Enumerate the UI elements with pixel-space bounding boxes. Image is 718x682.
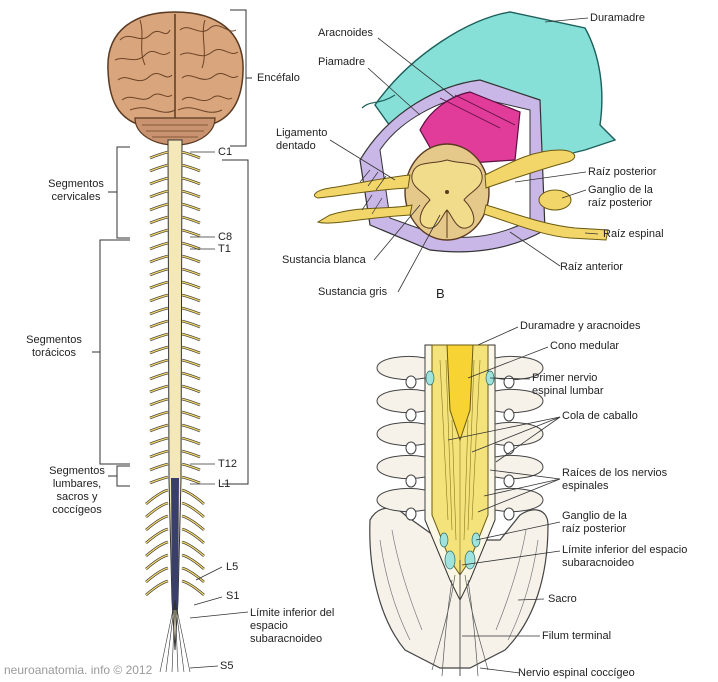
label-aracnoides: Aracnoides	[318, 27, 374, 39]
label-t1: T1	[218, 243, 231, 255]
label-filum-terminal: Filum terminal	[542, 630, 612, 642]
label-raiz-espinal: Raíz espinal	[603, 228, 664, 240]
label-c1: C1	[218, 146, 233, 158]
label-l5: L5	[226, 561, 239, 573]
watermark: neuroanatomia. info © 2012	[4, 663, 153, 677]
lumbosacral-view	[369, 326, 561, 677]
label-segmentos-toracicos: Segmentos torácicos	[26, 334, 82, 359]
label-s5: S5	[220, 660, 234, 672]
label-cola-caballo: Cola de caballo	[562, 410, 638, 422]
label-segmentos-cervicales: Segmentos cervicales	[48, 178, 104, 203]
label-primer-nervio-lumbar: Primer nervio espinal lumbar	[532, 372, 604, 397]
label-cono-medular: Cono medular	[550, 340, 620, 352]
label-segmentos-lumbares: Segmentos lumbares, sacros y coccígeos	[49, 465, 105, 516]
label-s1: S1	[226, 590, 240, 602]
label-sustancia-blanca: Sustancia blanca	[282, 254, 366, 266]
label-piamadre: Piamadre	[318, 56, 366, 68]
label-l1: L1	[218, 478, 231, 490]
label-ganglio-raiz-posterior: Ganglio de la raíz posterior	[588, 184, 653, 209]
label-limite-inferior-left: Límite inferior del espacio subaracnoide…	[250, 607, 335, 645]
label-ganglio-raiz-posterior-2: Ganglio de la raíz posterior	[562, 510, 627, 535]
label-limite-inferior-right: Límite inferior del espacio subaracnoide…	[562, 544, 688, 569]
label-t12: T12	[218, 458, 237, 470]
label-raices-nervios: Raíces de los nervios espinales	[562, 467, 668, 492]
label-nervio-coccigeo: Nervio espinal coccígeo	[518, 667, 635, 679]
label-duramadre-aracnoides: Duramadre y aracnoides	[520, 320, 641, 332]
level-leaders	[189, 151, 249, 669]
label-encefalo: Encéfalo	[257, 72, 300, 84]
label-ligamento-dentado: Ligamento dentado	[276, 127, 328, 152]
label-sustancia-gris: Sustancia gris	[318, 286, 388, 298]
vertebrae	[376, 355, 544, 521]
label-raiz-anterior: Raíz anterior	[560, 261, 623, 273]
spinal-nerves-left	[145, 150, 205, 596]
label-c8: C8	[218, 231, 233, 243]
brain	[107, 11, 244, 146]
cross-section	[314, 11, 617, 293]
label-sacro: Sacro	[548, 593, 577, 605]
label-duramadre: Duramadre	[590, 12, 646, 24]
label-panel-b: B	[436, 286, 445, 301]
segment-brackets	[92, 9, 252, 487]
spinal-cord	[159, 139, 191, 673]
label-raiz-posterior: Raíz posterior	[588, 166, 657, 178]
